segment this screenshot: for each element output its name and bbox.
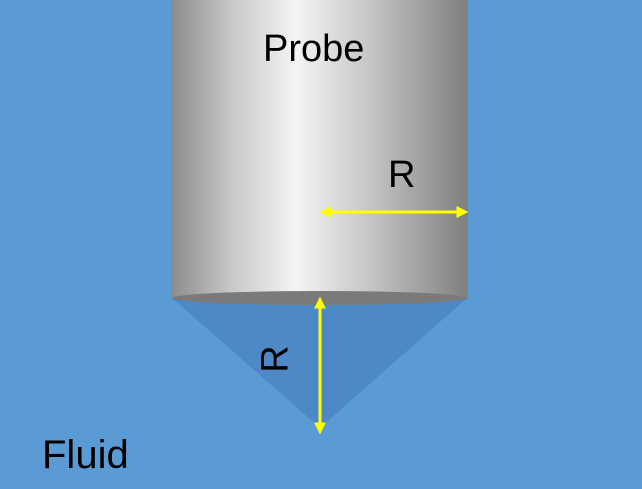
probe-body (172, 0, 468, 298)
fluid-label: Fluid (42, 433, 129, 477)
probe-label: Probe (263, 28, 365, 70)
radius-horizontal-label: R (388, 154, 416, 196)
radius-vertical-label: R (254, 345, 297, 373)
